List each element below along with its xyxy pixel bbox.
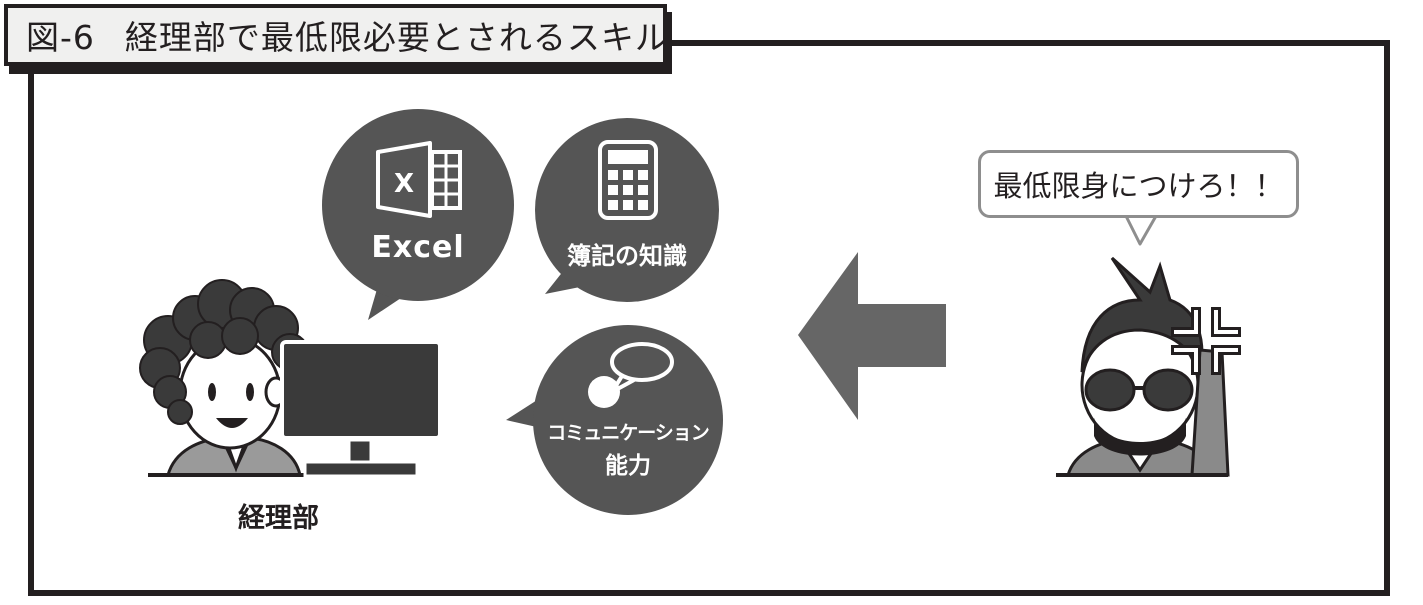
anger-mark-inner: [1174, 310, 1238, 372]
bookkeeping-bubble: [535, 118, 719, 302]
skill-label-communication-line2: 能力: [605, 453, 651, 479]
svg-text:X: X: [394, 169, 414, 199]
monitor: [280, 340, 442, 478]
excel-bubble: X: [322, 109, 514, 320]
figure-number: 図-6: [26, 18, 95, 57]
excel-icon: X: [376, 141, 462, 218]
speech-bubbles-icon: [588, 342, 674, 408]
skill-label-excel: Excel: [371, 230, 465, 265]
communication-bubble: [506, 325, 723, 515]
calculator-icon: [598, 140, 658, 220]
figure-title: 図-6 経理部で最低限必要とされるスキル: [4, 4, 669, 66]
boss-person: [1056, 256, 1241, 477]
boss-speech-bubble: 最低限身につけろ！！: [978, 150, 1299, 218]
figure-title-text: 経理部で最低限必要とされるスキル: [124, 18, 669, 57]
speech-tail: [1124, 215, 1158, 246]
accounting-dept-label: 経理部: [238, 503, 319, 534]
left-arrow: [798, 252, 946, 420]
skill-label-communication-line1: コミュニケーション: [547, 422, 710, 444]
skill-label-bookkeeping: 簿記の知識: [567, 242, 687, 270]
